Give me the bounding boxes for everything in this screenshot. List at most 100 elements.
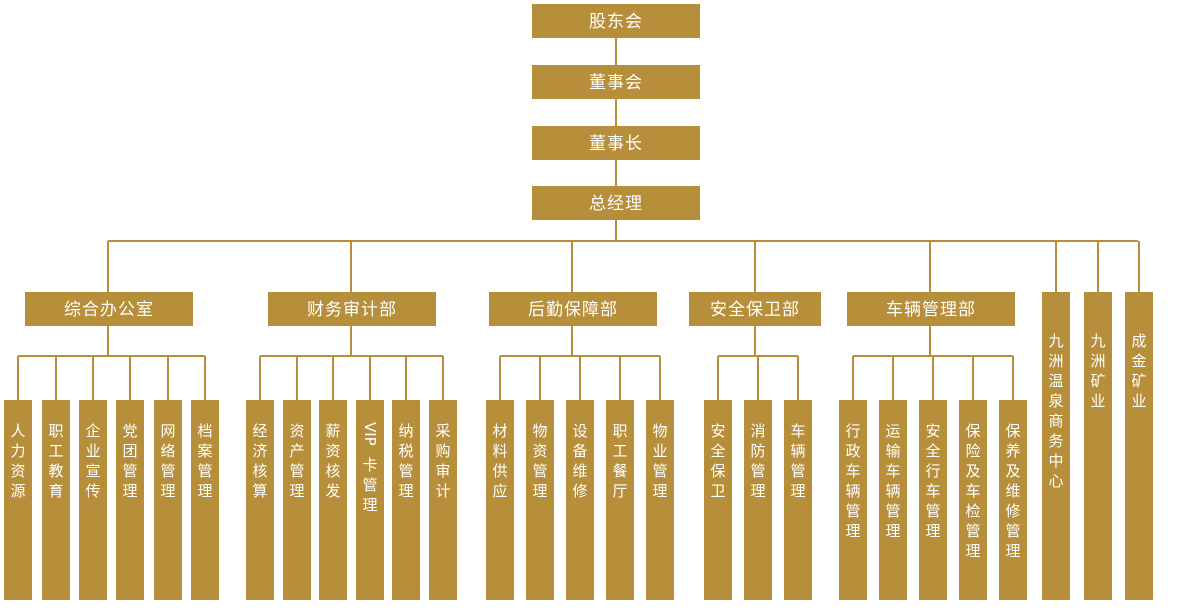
- affiliate-jiuzhou-kuangye-box: [1084, 292, 1112, 600]
- unit-anquan-0-box: [704, 400, 732, 600]
- node-dongshihui-label: 董事会: [589, 73, 643, 93]
- unit-cheliang-0-box: [839, 400, 867, 600]
- node-dongshizhang-label: 董事长: [589, 134, 643, 154]
- unit-caiwu-4: 纳税管理: [392, 400, 420, 600]
- unit-zonghe-5: 档案管理: [191, 400, 219, 600]
- unit-zonghe-5-box: [191, 400, 219, 600]
- unit-cheliang-2: 安全行车管理: [919, 400, 947, 600]
- unit-anquan-2-box: [784, 400, 812, 600]
- unit-cheliang-1: 运输车辆管理: [879, 400, 907, 600]
- unit-cheliang-0: 行政车辆管理: [839, 400, 867, 600]
- unit-zonghe-5-label: 档案管理: [197, 422, 212, 500]
- node-gudonghui: 股东会: [532, 4, 700, 38]
- unit-zonghe-1-box: [42, 400, 70, 600]
- unit-anquan-0-label: 安全保卫: [710, 422, 725, 500]
- unit-zonghe-2: 企业宣传: [79, 400, 107, 600]
- unit-caiwu-3-label: 卡管理: [362, 456, 377, 514]
- unit-zonghe-2-box: [79, 400, 107, 600]
- unit-houqin-1-label: 物资管理: [532, 422, 547, 500]
- dept-caiwu: 财务审计部: [268, 292, 436, 326]
- node-zongjingli-box: [532, 186, 700, 220]
- unit-caiwu-5-label: 采购审计: [435, 422, 450, 500]
- dept-zonghe-label: 综合办公室: [64, 300, 154, 320]
- unit-caiwu-2-label: 薪资核发: [325, 422, 340, 500]
- unit-zonghe-4: 网络管理: [154, 400, 182, 600]
- unit-caiwu-0: 经济核算: [246, 400, 274, 600]
- unit-cheliang-4-label: 保养及维修管理: [1005, 422, 1020, 560]
- unit-cheliang-4-box: [999, 400, 1027, 600]
- unit-cheliang-1-label: 运输车辆管理: [885, 422, 900, 540]
- affiliate-chengjin-kuangye: 成金矿业: [1125, 292, 1153, 600]
- affiliate-chengjin-kuangye-label: 成金矿业: [1131, 332, 1146, 410]
- unit-houqin-3: 职工餐厅: [606, 400, 634, 600]
- unit-cheliang-3-box: [959, 400, 987, 600]
- unit-caiwu-0-box: [246, 400, 274, 600]
- unit-cheliang-1-box: [879, 400, 907, 600]
- unit-zonghe-1: 职工教育: [42, 400, 70, 600]
- unit-caiwu-2: 薪资核发: [319, 400, 347, 600]
- unit-caiwu-4-box: [392, 400, 420, 600]
- dept-caiwu-label: 财务审计部: [307, 300, 397, 320]
- unit-zonghe-0-box: [4, 400, 32, 600]
- unit-houqin-4-box: [646, 400, 674, 600]
- dept-anquan-label: 安全保卫部: [710, 300, 800, 320]
- unit-houqin-0-label: 材料供应: [492, 422, 507, 500]
- dept-houqin-label: 后勤保障部: [528, 300, 618, 320]
- node-zongjingli: 总经理: [532, 186, 700, 220]
- affiliate-jiuzhou-wenquan: 九洲温泉商务中心: [1042, 292, 1070, 600]
- unit-anquan-1-box: [744, 400, 772, 600]
- unit-houqin-1-box: [526, 400, 554, 600]
- unit-caiwu-3: 卡管理 VIP: [356, 400, 384, 600]
- unit-cheliang-3: 保险及车检管理: [959, 400, 987, 600]
- node-dongshihui: 董事会: [532, 65, 700, 99]
- node-dongshihui-box: [532, 65, 700, 99]
- unit-houqin-2-box: [566, 400, 594, 600]
- unit-houqin-2-label: 设备维修: [572, 422, 587, 500]
- unit-anquan-2: 车辆管理: [784, 400, 812, 600]
- unit-cheliang-0-label: 行政车辆管理: [845, 422, 860, 540]
- node-dongshizhang-box: [532, 126, 700, 160]
- dept-anquan: 安全保卫部: [689, 292, 821, 326]
- unit-zonghe-4-box: [154, 400, 182, 600]
- dept-zonghe-box: [25, 292, 193, 326]
- dept-cheliang-box: [847, 292, 1015, 326]
- unit-caiwu-4-label: 纳税管理: [398, 422, 413, 500]
- unit-zonghe-3: 党团管理: [116, 400, 144, 600]
- unit-caiwu-1: 资产管理: [283, 400, 311, 600]
- unit-zonghe-1-label: 职工教育: [48, 422, 63, 500]
- unit-cheliang-3-label: 保险及车检管理: [965, 422, 980, 560]
- unit-houqin-3-box: [606, 400, 634, 600]
- unit-caiwu-3-box: [356, 400, 384, 600]
- unit-zonghe-0: 人力资源: [4, 400, 32, 600]
- unit-caiwu-0-label: 经济核算: [252, 422, 267, 500]
- affiliate-jiuzhou-wenquan-label: 九洲温泉商务中心: [1048, 332, 1063, 490]
- unit-caiwu-1-label: 资产管理: [289, 422, 304, 500]
- unit-zonghe-3-box: [116, 400, 144, 600]
- unit-cheliang-2-box: [919, 400, 947, 600]
- unit-anquan-1: 消防管理: [744, 400, 772, 600]
- node-dongshizhang: 董事长: [532, 126, 700, 160]
- affiliate-jiuzhou-wenquan-box: [1042, 292, 1070, 600]
- unit-anquan-0: 安全保卫: [704, 400, 732, 600]
- affiliate-chengjin-kuangye-box: [1125, 292, 1153, 600]
- unit-caiwu-5: 采购审计: [429, 400, 457, 600]
- node-gudonghui-box: [532, 4, 700, 38]
- unit-houqin-3-label: 职工餐厅: [612, 422, 627, 500]
- unit-anquan-2-label: 车辆管理: [790, 422, 805, 500]
- unit-houqin-1: 物资管理: [526, 400, 554, 600]
- dept-cheliang: 车辆管理部: [847, 292, 1015, 326]
- affiliate-jiuzhou-kuangye: 九洲矿业: [1084, 292, 1112, 600]
- unit-caiwu-5-box: [429, 400, 457, 600]
- node-zongjingli-label: 总经理: [589, 194, 643, 214]
- dept-houqin-box: [489, 292, 657, 326]
- unit-cheliang-4: 保养及维修管理: [999, 400, 1027, 600]
- unit-houqin-0-box: [486, 400, 514, 600]
- unit-anquan-1-label: 消防管理: [750, 422, 765, 500]
- unit-zonghe-4-label: 网络管理: [160, 422, 175, 500]
- dept-zonghe: 综合办公室: [25, 292, 193, 326]
- unit-caiwu-3-latin: VIP: [361, 422, 379, 446]
- unit-houqin-4: 物业管理: [646, 400, 674, 600]
- dept-caiwu-box: [268, 292, 436, 326]
- unit-caiwu-1-box: [283, 400, 311, 600]
- dept-houqin: 后勤保障部: [489, 292, 657, 326]
